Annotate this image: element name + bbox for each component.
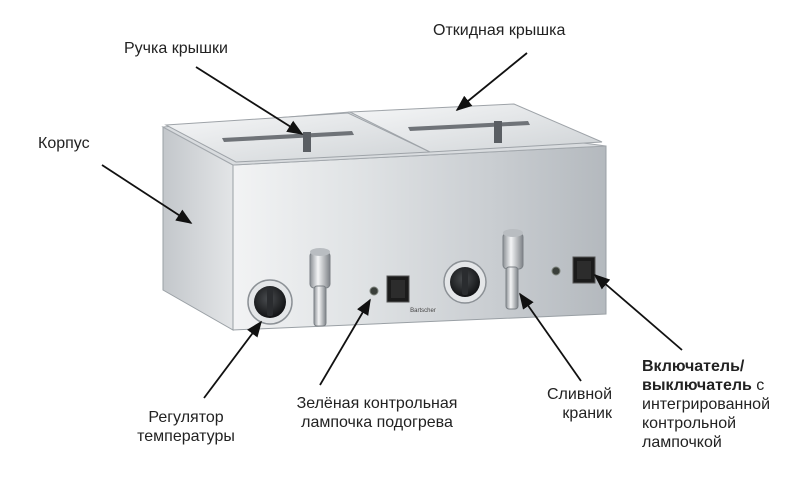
brand-plate-text: Bartscher xyxy=(410,308,436,314)
label-hinged-lid: Откидная крышка xyxy=(433,22,566,39)
power-switch[interactable] xyxy=(572,256,596,284)
label-drain-tap-line1: Сливной xyxy=(547,386,612,403)
label-switch-line3: интегрированной xyxy=(642,396,771,413)
arrow-temp-regulator xyxy=(203,320,262,399)
arrow-housing xyxy=(101,164,193,224)
green-lamp-indicator-right xyxy=(551,266,561,276)
label-housing: Корпус xyxy=(38,135,90,152)
green-lamp-indicator xyxy=(369,286,379,296)
label-switch-bold2: выключатель xyxy=(642,377,752,394)
temperature-knob[interactable] xyxy=(247,279,293,325)
label-temp-regulator-line2: температуры xyxy=(137,428,235,445)
arrow-lid-handle xyxy=(195,66,304,135)
label-lid-handle: Ручка крышки xyxy=(124,40,228,57)
left-lid xyxy=(164,112,431,163)
label-green-lamp-line1: Зелёная контрольная xyxy=(296,395,458,412)
temperature-knob-right[interactable] xyxy=(443,260,487,304)
label-switch-bold1: Включатель/ xyxy=(642,358,745,375)
callout-arrows xyxy=(101,52,683,399)
label-drain-tap: Сливной краник xyxy=(520,385,612,423)
label-switch: Включатель/ выключатель с интегрированно… xyxy=(642,357,770,452)
drain-tap-left[interactable] xyxy=(309,248,331,327)
label-green-lamp-line2: лампочка подогрева xyxy=(301,414,453,431)
label-temp-regulator: Регулятор температуры xyxy=(128,408,244,446)
arrow-green-lamp xyxy=(319,298,371,386)
arrow-drain-tap xyxy=(519,292,582,382)
label-green-lamp: Зелёная контрольная лампочка подогрева xyxy=(272,394,482,432)
arrow-hinged-lid xyxy=(455,52,528,112)
label-switch-line5: лампочкой xyxy=(642,434,722,451)
brand-plate: Bartscher xyxy=(409,306,437,314)
arrow-switch xyxy=(593,273,683,351)
label-switch-tail: с xyxy=(751,377,765,394)
lid-handle[interactable] xyxy=(303,132,311,152)
label-switch-line4: контрольной xyxy=(642,415,737,432)
label-drain-tap-line2: краник xyxy=(562,405,612,422)
label-temp-regulator-line1: Регулятор xyxy=(148,409,224,426)
power-switch-left[interactable] xyxy=(386,275,410,303)
drain-tap[interactable] xyxy=(502,229,524,310)
